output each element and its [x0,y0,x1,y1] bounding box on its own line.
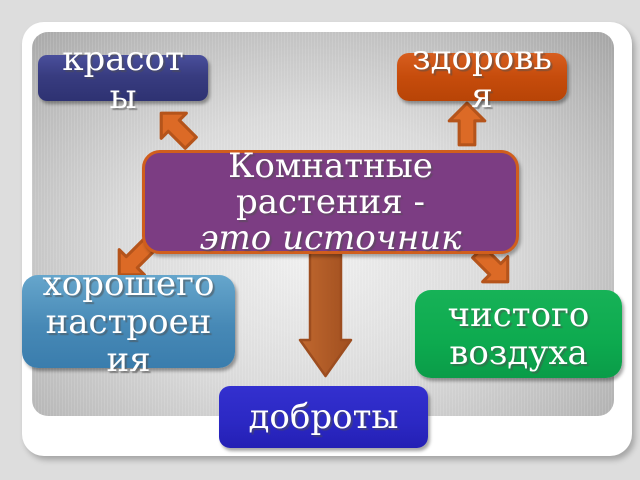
node-label-line: здоровь [412,38,552,78]
node-label-line: ы [109,77,137,117]
node-air: чистого воздуха [415,290,622,378]
arrow-down-big-icon [298,247,353,379]
center-box-line: растения - [235,182,426,222]
node-label-line: настроен [45,301,212,342]
node-mood: хорошего настроен ия [22,265,235,379]
node-health: здоровь я [397,39,567,115]
center-box-line: Комнатные [228,146,433,186]
node-label-line: хорошего [42,263,215,304]
node-label-line: красот [62,39,184,79]
node-label-line: ия [106,339,151,380]
node-label-line: доброты [248,397,399,437]
node-label-line: воздуха [449,333,588,373]
center-box-line-italic: это источник [199,218,462,258]
arrow-up-icon [446,100,488,148]
center-box: Комнатные растения - это источник [142,146,519,258]
node-beauty: красот ы [38,40,208,116]
node-kindness: доброты [219,386,428,448]
node-label-line: чистого [447,295,590,335]
node-label-line: я [471,76,493,116]
arrow-up-left-icon [144,96,208,160]
